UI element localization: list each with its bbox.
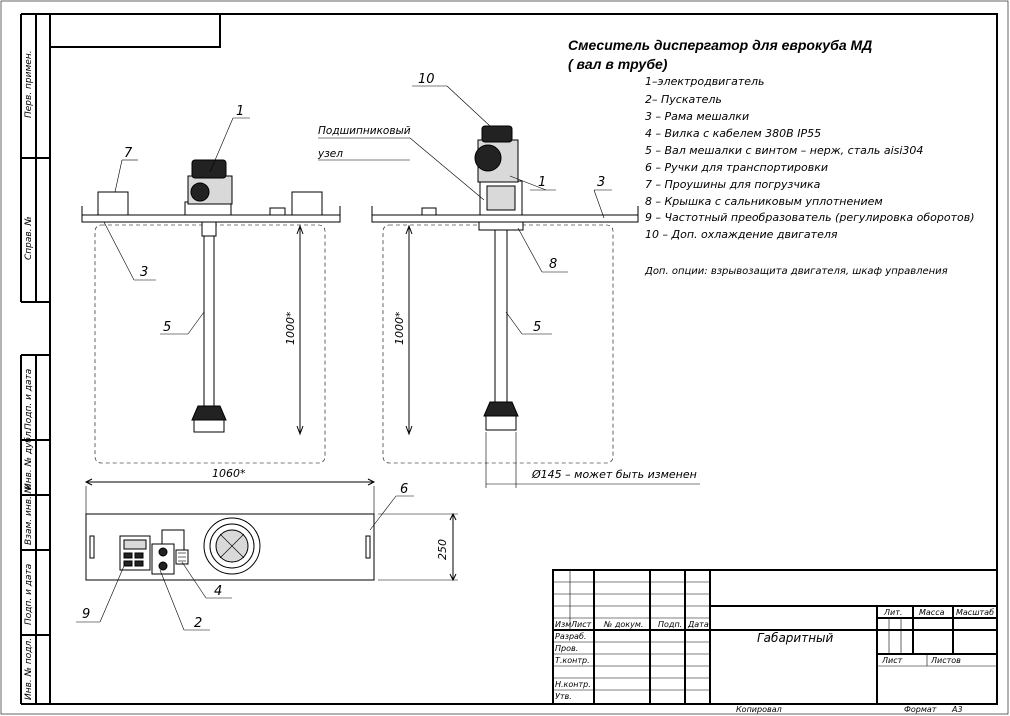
tb-podp: Подп. [658,620,682,629]
tb-n-kontr: Н.контр. [555,680,591,689]
plate-boss-right [421,207,437,216]
legend-item: 6 – Ручки для транспортировки [645,161,828,174]
shaft-tube-left [203,235,215,407]
legend-item: 3 – Рама мешалки [645,110,749,123]
motor-fan-right [474,144,502,172]
bearing-label-line2: узел [317,148,343,160]
callout-7: 7 [124,146,133,161]
left-front-view: 1000* 1 7 3 5 [81,104,341,464]
shaft-coupling-left [201,221,217,237]
legend-item: 9 – Частотный преобразователь (регулиров… [645,211,975,224]
strip-perv-primen: Перв. примен. [24,50,34,118]
handle-left [89,535,95,559]
plan-view: 1060* 250 6 9 2 [76,467,458,631]
motor-terminal-left [190,182,210,202]
strip-inv-dubl: Инв. № дубл. [24,428,34,490]
legend-item: 4 – Вилка с кабелем 380В IP55 [645,127,821,140]
bearing-window [486,185,516,211]
callout-5-right: 5 [533,320,541,335]
handle-right [365,535,371,559]
inner-frame [49,13,998,705]
tb-format: Формат [904,705,937,714]
motor-plan-outer [203,517,261,575]
propeller-hub-right [485,415,517,431]
callout-3-right: 3 [597,175,605,190]
callout-9: 9 [82,607,90,622]
propeller-left [191,405,227,421]
drawing-title-line2: ( вал в трубе) [568,56,668,72]
tb-kopiroval: Копировал [736,705,782,714]
lifting-lug-left-2 [291,191,323,216]
callout-6: 6 [400,482,408,497]
dim-height-left: 1000* [284,311,297,345]
strip-vzam-inv: Взам. инв. № [24,484,34,545]
tb-lit: Лит. [883,608,902,617]
tb-listov: Листов [930,656,961,665]
drawing-title-line1: Смеситель диспергатор для еврокуба МД [568,37,872,53]
strip-sprav-no: Справ. № [24,216,34,260]
tb-format-val: A3 [951,705,963,714]
strip-podp-data-2: Подп. и дата [24,564,34,625]
tb-masshtab: Масштаб [956,608,994,617]
dim-diameter-note: Ø145 – может быть изменен [531,468,697,481]
options-note: Доп. опции: взрывозащита двигателя, шкаф… [644,266,948,277]
starter [151,543,175,575]
motor-plan-mid [209,523,255,569]
shaft-tube-right [494,229,508,403]
strip-podp-data-1: Подп. и дата [24,369,34,430]
frame-plate-right [371,214,639,223]
propeller-hub-left [193,419,225,433]
left-side-strip: Перв. примен. Справ. № Подп. и дата Инв.… [20,13,50,705]
legend-item: 5 – Вал мешалки с винтом – нерж, сталь a… [645,144,923,157]
callout-1-right: 1 [538,175,546,190]
legend-item: 1–электродвигатель [645,75,765,88]
tb-list: Лист [570,620,592,629]
dim-width-top: 1060* [212,467,246,480]
callout-5-left: 5 [163,320,171,335]
tb-razrab: Разраб. [555,632,586,641]
callout-10: 10 [418,72,435,87]
tb-list2: Лист [881,656,903,665]
seal-cover [478,221,524,231]
dim-height-right: 1000* [393,311,406,345]
legend-list: 1–электродвигатель 2– Пускатель 3 – Рама… [644,75,975,277]
motor-cap-right [481,125,513,143]
top-left-stamp [49,13,221,48]
bearing-label-line1: Подшипниковый [318,125,411,137]
tb-t-kontr: Т.контр. [555,656,590,665]
plate-boss-left [269,207,286,216]
tb-izm: Изм [555,620,571,629]
tb-utv: Утв. [555,692,572,701]
callout-4: 4 [214,584,222,599]
dim-width-plan: 250 [436,539,449,560]
frame-plate-left [81,214,341,223]
tb-doc-no: № докум. [603,620,643,629]
callout-1-left: 1 [236,104,244,119]
legend-item: 2– Пускатель [645,93,722,106]
legend-item: 10 – Доп. охлаждение двигателя [645,228,838,241]
callout-2: 2 [194,616,202,631]
strip-inv-podl: Инв. № подл. [24,638,34,700]
tb-data: Дата [687,620,709,629]
tb-doc-name: Габаритный [757,631,834,645]
lifting-lug-left-1 [97,191,129,216]
legend-item: 8 – Крышка с сальниковым уплотнением [645,195,883,208]
tb-prov: Пров. [555,644,578,653]
propeller-right [483,401,519,417]
legend-item: 7 – Проушины для погрузчика [645,178,821,191]
callout-8: 8 [549,257,557,272]
title-block: Изм Лист № докум. Подп. Дата Разраб. Про… [552,569,998,714]
right-side-view: 1000* Ø145 – может быть изменен 10 Подши… [317,72,700,488]
motor-fan-left [191,159,227,179]
tb-massa: Масса [919,608,945,617]
callout-3-left: 3 [140,265,148,280]
